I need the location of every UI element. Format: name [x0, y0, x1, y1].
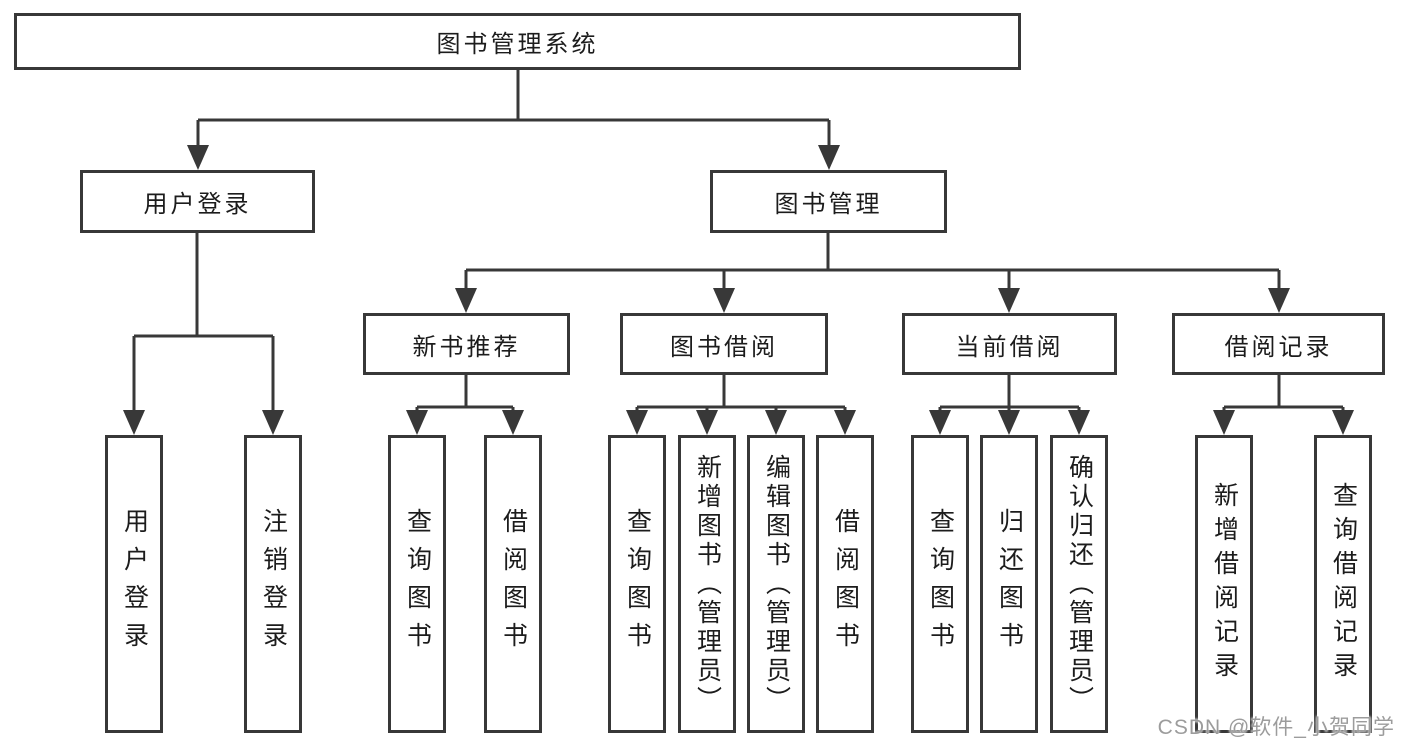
node-label: 用户登录	[120, 508, 149, 660]
node-label: 图书借阅	[670, 333, 778, 361]
node-cb-return-books: 归还图书	[980, 435, 1038, 733]
node-label: 注销登录	[259, 508, 288, 660]
node-label: 新增借阅记录	[1210, 482, 1239, 686]
arrow-head-icon	[834, 410, 856, 435]
node-label: 新书推荐	[412, 333, 521, 361]
arrow-head-icon	[998, 410, 1020, 435]
node-bb-query-books: 查询图书	[608, 435, 666, 733]
node-label: 查询图书	[926, 508, 955, 660]
node-label: 新增图书（管理员）	[693, 453, 722, 715]
node-label: 归还图书	[995, 508, 1024, 660]
arrow-head-icon	[123, 410, 145, 435]
arrow-head-icon	[626, 410, 648, 435]
node-label: 借阅图书	[831, 508, 860, 660]
node-current-borrowing: 当前借阅	[902, 313, 1117, 375]
node-label: 图书管理系统	[436, 31, 599, 58]
node-br-query-record: 查询借阅记录	[1314, 435, 1372, 733]
arrow-head-icon	[187, 145, 209, 170]
node-nb-borrow-books: 借阅图书	[484, 435, 542, 733]
node-leaf-user-login: 用户登录	[105, 435, 163, 733]
node-bb-edit-books-admin: 编辑图书（管理员）	[747, 435, 805, 733]
node-label: 编辑图书（管理员）	[762, 453, 791, 715]
node-root: 图书管理系统	[14, 13, 1021, 70]
node-new-book-recommend: 新书推荐	[363, 313, 570, 375]
arrow-head-icon	[406, 410, 428, 435]
node-bb-borrow-books: 借阅图书	[816, 435, 874, 733]
node-cb-query-books: 查询图书	[911, 435, 969, 733]
node-label: 查询图书	[623, 508, 652, 660]
arrow-head-icon	[696, 410, 718, 435]
arrow-head-icon	[713, 288, 735, 313]
node-label: 图书管理	[774, 191, 883, 218]
arrow-head-icon	[1332, 410, 1354, 435]
node-nb-query-books: 查询图书	[388, 435, 446, 733]
node-label: 借阅记录	[1224, 333, 1333, 361]
node-bb-add-books-admin: 新增图书（管理员）	[678, 435, 736, 733]
arrow-head-icon	[455, 288, 477, 313]
arrow-head-icon	[1213, 410, 1235, 435]
node-label: 查询借阅记录	[1329, 482, 1358, 686]
arrow-head-icon	[262, 410, 284, 435]
node-label: 用户登录	[143, 191, 252, 218]
node-leaf-logout: 注销登录	[244, 435, 302, 733]
node-label: 查询图书	[403, 508, 432, 660]
node-label: 确认归还（管理员）	[1065, 453, 1094, 715]
watermark: CSDN @软件_小贺同学	[1157, 716, 1395, 739]
arrow-head-icon	[998, 288, 1020, 313]
arrow-head-icon	[929, 410, 951, 435]
node-user-login: 用户登录	[80, 170, 315, 233]
arrow-head-icon	[1268, 288, 1290, 313]
node-cb-confirm-return-admin: 确认归还（管理员）	[1050, 435, 1108, 733]
arrow-head-icon	[502, 410, 524, 435]
arrow-head-icon	[818, 145, 840, 170]
node-label: 当前借阅	[955, 333, 1064, 361]
node-book-management: 图书管理	[710, 170, 947, 233]
node-br-add-record: 新增借阅记录	[1195, 435, 1253, 733]
arrow-head-icon	[1068, 410, 1090, 435]
node-label: 借阅图书	[499, 508, 528, 660]
node-book-borrowing: 图书借阅	[620, 313, 828, 375]
arrow-head-icon	[765, 410, 787, 435]
node-borrowing-records: 借阅记录	[1172, 313, 1385, 375]
